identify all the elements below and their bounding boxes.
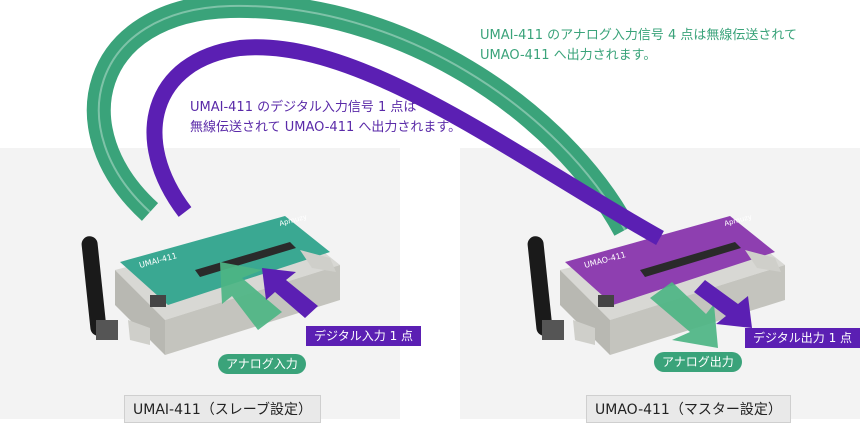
caption-slave: UMAI-411（スレーブ設定） (124, 395, 321, 423)
port-left (150, 295, 166, 307)
analog-transfer-note: UMAI-411 のアナログ入力信号 4 点は無線伝送されて UMAO-411 … (480, 26, 797, 66)
digital-note-line-1: UMAI-411 のデジタル入力信号 1 点は (190, 100, 417, 115)
digital-wireless-curve (146, 39, 664, 245)
analog-output-tag: アナログ出力 (654, 352, 742, 372)
analog-output-arrow (650, 282, 718, 348)
digital-note-line-2: 無線伝送されて UMAO-411 へ出力されます。 (190, 120, 462, 135)
analog-note-line-1: UMAI-411 のアナログ入力信号 4 点は無線伝送されて (480, 28, 797, 43)
analog-input-arrow (220, 262, 282, 330)
device-plate-green (120, 216, 330, 305)
digital-input-tag: デジタル入力 1 点 (306, 326, 422, 346)
digital-input-arrow (262, 268, 318, 318)
terminal-strip-right (640, 242, 741, 277)
analog-wireless-curve (86, 0, 636, 236)
digital-output-arrow (694, 280, 752, 328)
mount-ear-left-1 (300, 250, 336, 272)
digital-transfer-note: UMAI-411 のデジタル入力信号 1 点は 無線伝送されて UMAO-411… (190, 98, 461, 138)
analog-note-line-2: UMAO-411 へ出力されます。 (480, 48, 657, 63)
device-umao-411: UMAO-411 Apmuzy (527, 213, 785, 355)
caption-master: UMAO-411（マスター設定） (586, 395, 791, 423)
digital-output-tag: デジタル出力 1 点 (745, 328, 860, 348)
analog-input-tag: アナログ入力 (218, 354, 306, 374)
mount-ear-right-2 (573, 320, 595, 345)
antenna-right (527, 236, 564, 340)
mount-ear-right-1 (745, 250, 781, 272)
mount-ear-left-2 (128, 320, 150, 345)
terminal-strip-left (195, 242, 296, 277)
analog-wireless-curve-edge (97, 4, 626, 231)
port-right (598, 295, 614, 307)
antenna-left (81, 236, 118, 340)
device-plate-purple (565, 216, 775, 305)
